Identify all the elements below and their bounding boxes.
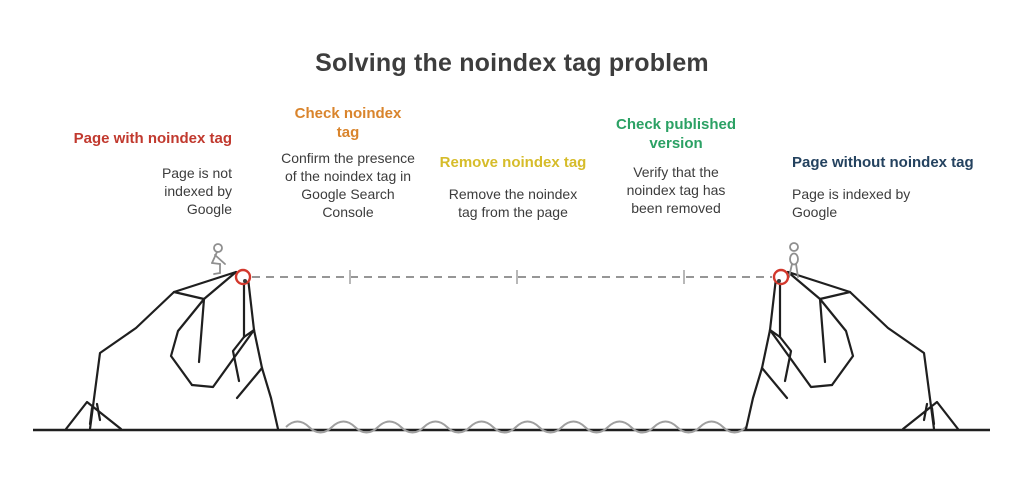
step-heading: Page with noindex tag bbox=[73, 130, 232, 147]
page-title: Solving the noindex tag problem bbox=[315, 49, 709, 77]
step-page-without-noindex-tag: Page without noindex tag Page is indexed… bbox=[792, 153, 987, 221]
step-description: Page is indexed by Google bbox=[792, 186, 911, 220]
anchor-ring-left bbox=[234, 268, 252, 286]
step-check-noindex-tag: Check noindex tag Confirm the presence o… bbox=[268, 104, 428, 221]
step-heading: Check noindex tag bbox=[294, 105, 402, 141]
figure-head bbox=[213, 243, 223, 253]
step-check-published-version: Check published version Verify that the … bbox=[596, 115, 756, 217]
step-heading: Remove noindex tag bbox=[439, 154, 587, 171]
step-description: Remove the noindex tag from the page bbox=[448, 186, 578, 220]
step-heading: Check published version bbox=[615, 116, 737, 152]
anchor-knot-left bbox=[243, 279, 247, 283]
stick-figure-standing-right bbox=[788, 242, 799, 278]
step-page-with-noindex-tag: Page with noindex tag Page is not indexe… bbox=[30, 129, 232, 218]
step-remove-noindex-tag: Remove noindex tag Remove the noindex ta… bbox=[433, 153, 593, 221]
step-heading: Page without noindex tag bbox=[792, 154, 974, 171]
step-description: Page is not indexed by Google bbox=[161, 165, 232, 217]
anchor-ring-right bbox=[772, 268, 790, 286]
step-description: Verify that the noindex tag has been rem… bbox=[626, 164, 726, 216]
anchor-rings bbox=[234, 268, 790, 286]
anchor-knot-right bbox=[777, 279, 781, 283]
step-description: Confirm the presence of the noindex tag … bbox=[281, 150, 415, 220]
right-cliff bbox=[744, 270, 960, 431]
figure-head bbox=[789, 242, 799, 252]
figure-torso bbox=[789, 252, 799, 266]
left-cliff bbox=[64, 270, 280, 431]
tightrope-dashed-line bbox=[252, 270, 772, 284]
water-wave-line bbox=[285, 420, 747, 434]
stick-figure-kneeling-left bbox=[211, 243, 226, 275]
